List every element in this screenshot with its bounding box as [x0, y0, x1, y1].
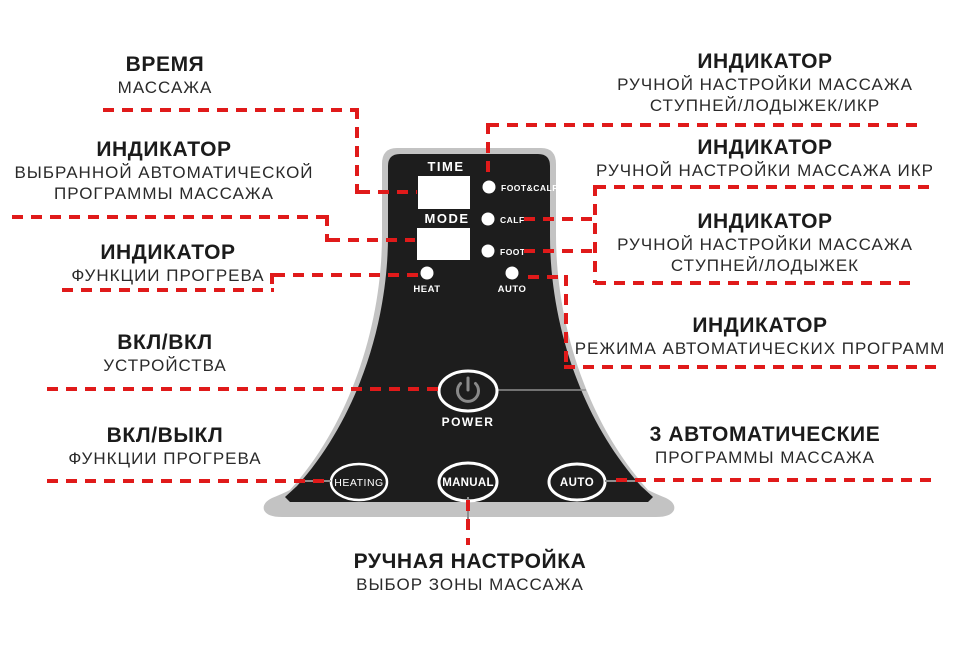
- annotation-line: ФУНКЦИИ ПРОГРЕВА: [68, 449, 262, 468]
- annotation-massage-time: ВРЕМЯ МАССАЖА: [118, 52, 213, 98]
- power-icon: [456, 376, 480, 403]
- connector-time-h1: [103, 108, 359, 112]
- annotation-line: ПРОГРАММЫ МАССАЖА: [655, 448, 875, 467]
- time-label: TIME: [427, 159, 464, 174]
- heat-indicator-label: HEAT: [413, 284, 440, 295]
- annotation-manual-zone-select: РУЧНАЯ НАСТРОЙКА ВЫБОР ЗОНЫ МАССАЖА: [354, 549, 587, 595]
- foot-indicator-label: FOOT: [500, 247, 526, 257]
- connector-foot-h2: [524, 249, 593, 253]
- annotation-device-power: ВКЛ/ВКЛ УСТРОЙСТВА: [103, 330, 227, 376]
- connector-foot-h1: [595, 281, 913, 285]
- connector-autobtn-h: [616, 478, 937, 482]
- connector-automode-h1: [528, 275, 566, 279]
- annotation-title: ИНДИКАТОР: [100, 241, 236, 264]
- connector-mode-h1: [12, 215, 329, 219]
- connector-heating-h: [47, 479, 328, 483]
- annotation-line: РУЧНОЙ НАСТРОЙКИ МАССАЖА: [617, 235, 913, 254]
- mode-label: MODE: [425, 211, 470, 226]
- connector-mode-v: [325, 215, 329, 242]
- connector-footcalf-v: [486, 123, 490, 180]
- connector-automode-v: [564, 275, 568, 367]
- annotation-line: ФУНКЦИИ ПРОГРЕВА: [71, 266, 265, 285]
- annotation-title: ИНДИКАТОР: [697, 136, 833, 159]
- foot-calf-indicator-led: [482, 180, 496, 194]
- mode-display: [417, 228, 470, 260]
- annotation-auto-programs: 3 АВТОМАТИЧЕСКИЕ ПРОГРАММЫ МАССАЖА: [650, 422, 881, 468]
- connector-calf-h2: [524, 217, 595, 221]
- annotation-line: РЕЖИМА АВТОМАТИЧЕСКИХ ПРОГРАММ: [574, 339, 946, 358]
- connector-calf-foot-v: [593, 185, 597, 283]
- auto-indicator-led: [505, 266, 519, 280]
- heating-button[interactable]: HEATING: [329, 462, 389, 502]
- annotation-footcalf-manual-indicator: ИНДИКАТОР РУЧНОЙ НАСТРОЙКИ МАССАЖА СТУПН…: [617, 49, 913, 116]
- annotation-line: МАССАЖА: [117, 78, 213, 97]
- annotation-title: ВКЛ/ВЫКЛ: [106, 424, 224, 447]
- annotation-auto-mode-indicator: ИНДИКАТОР РЕЖИМА АВТОМАТИЧЕСКИХ ПРОГРАММ: [575, 313, 946, 359]
- annotation-line: РУЧНОЙ НАСТРОЙКИ МАССАЖА: [617, 75, 913, 94]
- annotation-line: ВЫБРАННОЙ АВТОМАТИЧЕСКОЙ: [14, 163, 314, 182]
- manual-button-label: MANUAL: [442, 477, 494, 489]
- connector-power-h: [47, 387, 438, 391]
- connector-mode-h2: [329, 238, 415, 242]
- annotation-heat-toggle: ВКЛ/ВЫКЛ ФУНКЦИИ ПРОГРЕВА: [68, 423, 261, 469]
- panel-face: [285, 154, 653, 502]
- connector-heat-h1: [62, 288, 274, 292]
- annotation-line: ВЫБОР ЗОНЫ МАССАЖА: [356, 575, 584, 594]
- annotation-calf-manual-indicator: ИНДИКАТОР РУЧНОЙ НАСТРОЙКИ МАССАЖА ИКР: [596, 135, 934, 181]
- auto-indicator-label: AUTO: [498, 284, 527, 295]
- annotation-title: ИНДИКАТОР: [697, 50, 833, 73]
- annotation-line: УСТРОЙСТВА: [103, 356, 227, 375]
- foot-calf-indicator-label: FOOT&CALF: [501, 183, 558, 193]
- annotation-title: ИНДИКАТОР: [692, 314, 828, 337]
- annotation-selected-program-indicator: ИНДИКАТОР ВЫБРАННОЙ АВТОМАТИЧЕСКОЙ ПРОГР…: [14, 137, 313, 204]
- annotation-title: ИНДИКАТОР: [697, 210, 833, 233]
- connector-heat-h2: [274, 273, 420, 277]
- annotation-title: РУЧНАЯ НАСТРОЙКА: [353, 550, 587, 573]
- annotation-line: ПРОГРАММЫ МАССАЖА: [54, 184, 274, 203]
- connector-calf-h1: [595, 185, 933, 189]
- annotation-line: СТУПНЕЙ/ЛОДЫЖЕК/ИКР: [649, 96, 881, 115]
- connector-footcalf-h: [488, 123, 918, 127]
- auto-button-label: AUTO: [560, 477, 594, 489]
- annotation-heat-indicator: ИНДИКАТОР ФУНКЦИИ ПРОГРЕВА: [71, 240, 264, 286]
- calf-indicator-label: CALF: [500, 215, 525, 225]
- annotation-title: ВРЕМЯ: [125, 53, 205, 76]
- time-display: [418, 176, 470, 209]
- auto-button[interactable]: AUTO: [547, 462, 607, 502]
- connector-manual-v: [466, 500, 470, 545]
- annotation-line: РУЧНОЙ НАСТРОЙКИ МАССАЖА ИКР: [596, 161, 934, 180]
- heating-button-label: HEATING: [334, 477, 383, 489]
- connector-automode-h2: [564, 365, 938, 369]
- power-button-label: POWER: [442, 415, 495, 429]
- annotation-title: ВКЛ/ВКЛ: [117, 331, 213, 354]
- connector-time-v: [355, 108, 359, 194]
- annotation-title: 3 АВТОМАТИЧЕСКИЕ: [649, 423, 881, 446]
- annotation-line: СТУПНЕЙ/ЛОДЫЖЕК: [670, 256, 860, 275]
- annotation-foot-manual-indicator: ИНДИКАТОР РУЧНОЙ НАСТРОЙКИ МАССАЖА СТУПН…: [617, 209, 913, 276]
- foot-indicator-led: [481, 244, 495, 258]
- power-button[interactable]: POWER: [437, 369, 499, 429]
- annotation-title: ИНДИКАТОР: [96, 138, 232, 161]
- connector-time-h2: [359, 190, 417, 194]
- connector-heat-v: [270, 273, 274, 292]
- calf-indicator-led: [481, 212, 495, 226]
- heat-indicator-led: [420, 266, 434, 280]
